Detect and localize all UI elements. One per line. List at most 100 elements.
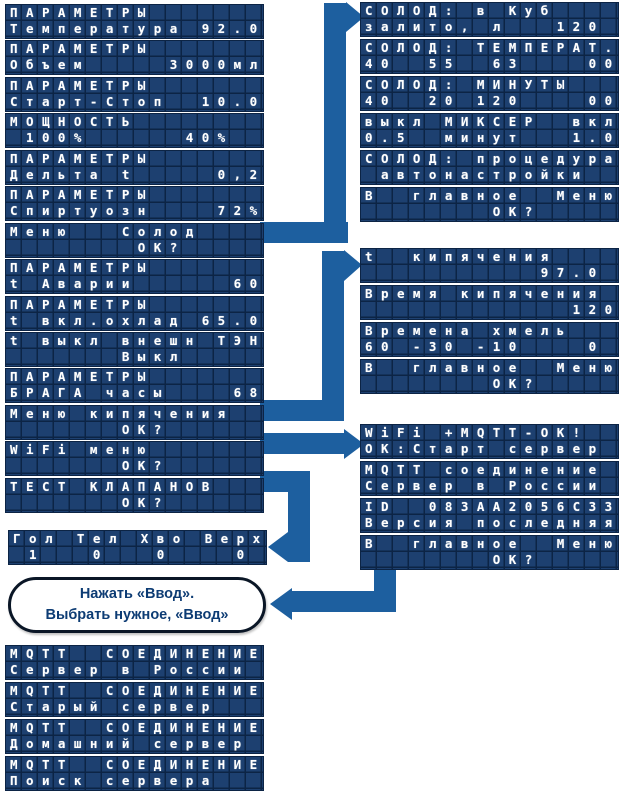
lcd-line: ПАРАМЕТРЫ	[10, 41, 154, 57]
lcd-line: автонастройки	[365, 167, 589, 182]
lcd-line: 40 55 63 00	[365, 56, 618, 71]
lcd-line: 97.0	[365, 265, 605, 280]
lcd-screen-boil-1: Время кипячения 120	[360, 285, 619, 320]
lcd-screen-left-3: МОЩНОСТЬ 100% 40%	[5, 113, 264, 149]
lcd-line: ПАРАМЕТРЫ	[10, 77, 154, 93]
arrow-menu-boil	[260, 250, 362, 421]
lcd-screen-wifi-0: WiFi +MQTT-OK!ОК:Старт сервер	[360, 424, 619, 459]
lcd-line: Старый сервер	[10, 699, 218, 714]
lcd-line: ID 083AA2056C33	[365, 499, 618, 514]
lcd-line: Выкл	[10, 348, 186, 364]
lcd-line: ПАРАМЕТРЫ	[10, 187, 154, 203]
lcd-line: Дельта t 0,2	[10, 166, 263, 182]
lcd-line: Меню кипячения	[10, 405, 234, 421]
arrow-menu-wifi	[260, 429, 364, 459]
lcd-line: Объем 3000мл	[10, 57, 263, 73]
lcd-screen-left-11: Меню кипячения ОК?	[5, 404, 264, 440]
lcd-screen-solod-1: СОЛОД: ТЕМПЕРАТ.40 55 63 00	[360, 39, 619, 74]
lcd-screen-left-6: Меню Солод ОК?	[5, 222, 264, 258]
valve-test-group: Гол Тел Хво Верх 1 0 0 0	[8, 530, 267, 565]
arrow-menu-solod	[260, 2, 364, 243]
lcd-line: СОЛОД: процедура	[365, 151, 618, 166]
lcd-screen-valve-0: Гол Тел Хво Верх 1 0 0 0	[8, 530, 267, 565]
lcd-line: ОК:Старт сервер	[365, 441, 605, 456]
lcd-line: СОЛОД: ТЕМПЕРАТ.	[365, 40, 618, 55]
lcd-line: 40 20 120 00	[365, 93, 618, 108]
lcd-line: ПАРАМЕТРЫ	[10, 260, 154, 276]
lcd-screen-solod-5: В главное Меню ОК?	[360, 187, 619, 222]
lcd-line: MQTT СОЕДИНЕНИЕ	[10, 646, 263, 661]
lcd-line: MQTT соединение	[365, 462, 605, 477]
lcd-line: Версия последняя	[365, 515, 618, 530]
lcd-screen-left-9: t выкл внешн ТЭН Выкл	[5, 331, 264, 367]
lcd-line: MQTT СОЕДИНЕНИЕ	[10, 757, 263, 772]
lcd-screen-solod-4: СОЛОД: процедура автонастройки	[360, 150, 619, 185]
lcd-screen-left-13: ТЕСТ КЛАПАНОВ ОК?	[5, 477, 264, 513]
lcd-line: 120	[365, 302, 618, 317]
lcd-line: ПАРАМЕТРЫ	[10, 5, 154, 20]
lcd-line: WiFi меню	[10, 442, 154, 458]
lcd-line: выкл МИКСЕР вкл	[365, 114, 618, 129]
lcd-line: В главное Меню	[365, 360, 618, 375]
lcd-line: Старт-Стоп 10.0	[10, 93, 263, 109]
lcd-line: Гол Тел Хво Верх	[13, 531, 266, 546]
lcd-line: Времена хмель	[365, 323, 573, 338]
lcd-line: MQTT СОЕДИНЕНИЕ	[10, 720, 263, 735]
lcd-line: 1 0 0 0	[13, 547, 253, 562]
arrow-valve-test	[260, 471, 310, 562]
lcd-line: БРАГА часы 68	[10, 385, 263, 401]
lcd-line: ОК?	[10, 458, 170, 474]
lcd-line: Спиртуозн 72%	[10, 203, 263, 219]
lcd-line: СОЛОД: МИНУТЫ	[365, 77, 573, 92]
lcd-line: Время кипячения	[365, 286, 605, 301]
note-line-1: Нажать «Ввод».	[79, 586, 195, 602]
arrow-to-note	[270, 566, 396, 620]
lcd-line: ПАРАМЕТРЫ	[10, 150, 154, 166]
lcd-line: WiFi +MQTT-OK!	[365, 425, 589, 440]
lcd-line: ОК?	[10, 421, 170, 437]
lcd-line: ОК?	[365, 552, 541, 567]
lcd-screen-left-12: WiFi меню ОК?	[5, 441, 264, 477]
lcd-line: Сервер в России	[365, 478, 605, 493]
lcd-line: ПАРАМЕТРЫ	[10, 369, 154, 385]
lcd-line: ОК?	[10, 494, 170, 510]
lcd-line: t выкл внешн ТЭН	[10, 332, 263, 348]
instruction-note: Нажать «Ввод». Выбрать нужное, «Ввод»	[8, 577, 266, 633]
lcd-screen-boil-0: t кипячения 97.0	[360, 248, 619, 283]
lcd-line: Сервер в России	[10, 662, 250, 677]
lcd-line: 100% 40%	[10, 130, 234, 146]
lcd-line: В главное Меню	[365, 188, 618, 203]
note-line-2: Выбрать нужное, «Ввод»	[45, 607, 229, 623]
lcd-line: Температура 92.0	[10, 21, 263, 36]
lcd-line: залито, л 120	[365, 19, 605, 34]
lcd-line: ТЕСТ КЛАПАНОВ	[10, 478, 218, 494]
lcd-line: Домашний сервер	[10, 736, 250, 751]
lcd-line: ОК?	[10, 239, 186, 255]
lcd-line: 60 -30 -10 0	[365, 339, 605, 354]
lcd-screen-wifi-3: В главное Меню ОК?	[360, 535, 619, 570]
lcd-line: t Аварии 60	[10, 276, 263, 292]
lcd-line: t вкл.охлад 65.0	[10, 312, 263, 328]
